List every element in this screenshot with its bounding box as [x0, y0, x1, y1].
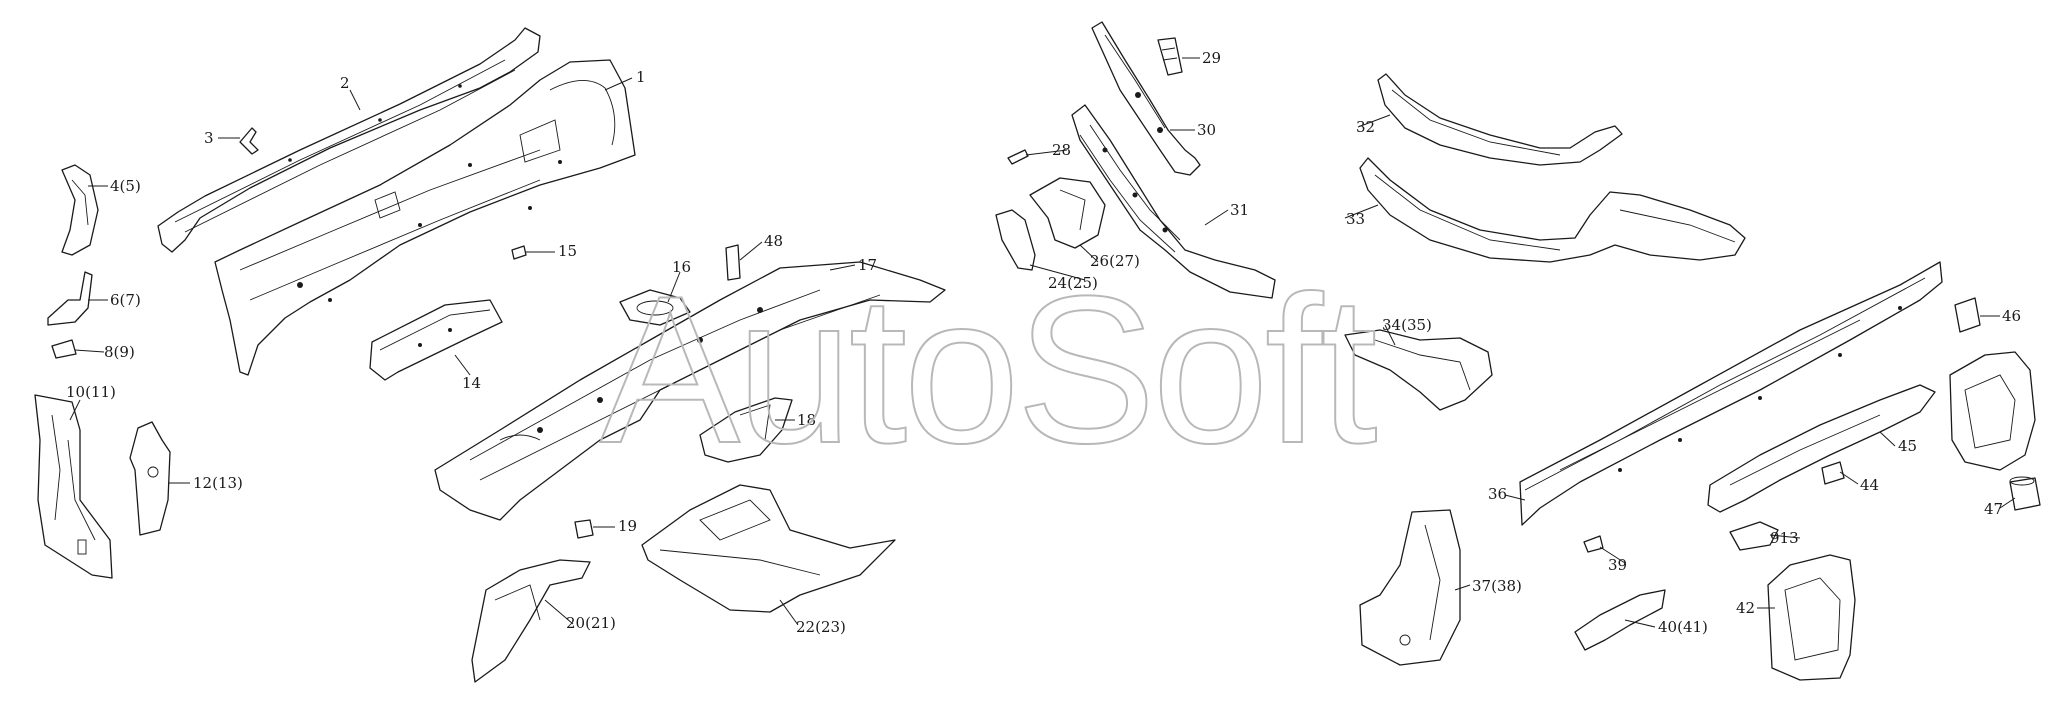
callout-label: 10(11): [66, 383, 116, 401]
callout-label: 6(7): [110, 291, 141, 309]
callout-label: 24(25): [1048, 274, 1098, 292]
callout-label: 2: [340, 74, 350, 92]
part-10-11-pillar-inner: [34, 394, 113, 579]
callout-label: 29: [1202, 49, 1221, 67]
callout-label: 14: [462, 374, 481, 392]
part-8-9-clip: [51, 339, 77, 359]
part-3-bracket: [239, 127, 259, 155]
part-15-stud: [511, 245, 527, 260]
part-34-35-bracket: [1344, 329, 1493, 411]
callout-label: 32: [1356, 118, 1375, 136]
callout-label: 46: [2002, 307, 2021, 325]
callout-label: 4(5): [110, 177, 141, 195]
callout-label: 33: [1346, 210, 1365, 228]
callout-label: 16: [672, 258, 691, 276]
part-37-38-pillar-lower: [1359, 509, 1461, 666]
part-42-wheelhouse-inner: [1767, 554, 1856, 681]
part-2-cowl-upper-panel: [157, 27, 541, 253]
part-29-bracket: [1157, 37, 1183, 76]
callout-label: 8(9): [104, 343, 135, 361]
callout-label: 47: [1984, 500, 2003, 518]
part-4-5-side-bracket: [61, 164, 99, 256]
part-28-clip: [1007, 149, 1029, 165]
callout-label: 37(38): [1472, 577, 1522, 595]
callout-labels: 1 2 3 4(5) 6(7) 8(9) 10(11) 12(13) 14 15…: [66, 49, 2021, 636]
part-47-bush: [2009, 476, 2041, 511]
callout-label: 1: [636, 68, 646, 86]
callout-label: 40(41): [1658, 618, 1708, 636]
part-rear-wheelhouse-upper: [1949, 351, 2036, 471]
callout-label: 22(23): [796, 618, 846, 636]
callout-label: 48: [764, 232, 783, 250]
callout-label: 31: [1230, 201, 1249, 219]
callout-label: 18: [797, 411, 816, 429]
part-1-dash-panel: [214, 59, 636, 376]
part-19-plate: [574, 519, 594, 539]
part-913-bracket: [1729, 521, 1779, 551]
part-18-seat-bracket: [699, 397, 793, 463]
part-14-crossmember: [369, 299, 503, 381]
callout-label: 30: [1197, 121, 1216, 139]
part-48-bracket: [725, 244, 741, 281]
part-17-front-floor: [434, 261, 946, 521]
callout-label: 44: [1860, 476, 1879, 494]
callout-label: 3: [204, 129, 214, 147]
part-6-7-bracket: [47, 271, 93, 326]
callout-label: 17: [858, 256, 877, 274]
part-16-tunnel-bracket: [619, 289, 691, 326]
part-24-25-bracket: [995, 209, 1036, 271]
callout-label: 42: [1736, 599, 1755, 617]
part-31-front-side-member: [1071, 104, 1276, 299]
part-30-front-side-rail: [1091, 21, 1201, 176]
callout-label: 20(21): [566, 614, 616, 632]
watermark: AutoSoft: [600, 252, 1376, 487]
callout-label: 39: [1608, 556, 1627, 574]
callout-label: 28: [1052, 141, 1071, 159]
part-33-rear-longitudinal-member: [1359, 157, 1746, 263]
part-26-27-bracket: [1029, 177, 1106, 249]
callout-label: 45: [1898, 437, 1917, 455]
part-45-rear-rail-extension: [1707, 384, 1936, 513]
callout-label: 15: [558, 242, 577, 260]
part-22-23-rear-floor: [641, 484, 896, 613]
callout-label: 26(27): [1090, 252, 1140, 270]
part-40-41-bracket: [1574, 589, 1666, 651]
callout-label: 36: [1488, 485, 1507, 503]
part-32-rear-rail: [1377, 73, 1623, 166]
part-46-bracket: [1954, 297, 1981, 333]
callout-label: 12(13): [193, 474, 243, 492]
part-20-21-sill-bracket: [471, 559, 591, 683]
callout-label: 19: [618, 517, 637, 535]
part-36-main-longitudinal: [1519, 261, 1943, 526]
leader-lines: [69, 57, 2016, 628]
callout-label: 913: [1770, 529, 1799, 547]
callout-label: 34(35): [1382, 316, 1432, 334]
part-39-clip: [1583, 535, 1604, 553]
part-12-13-reinforcement: [129, 421, 171, 536]
part-44-bracket: [1821, 461, 1845, 485]
